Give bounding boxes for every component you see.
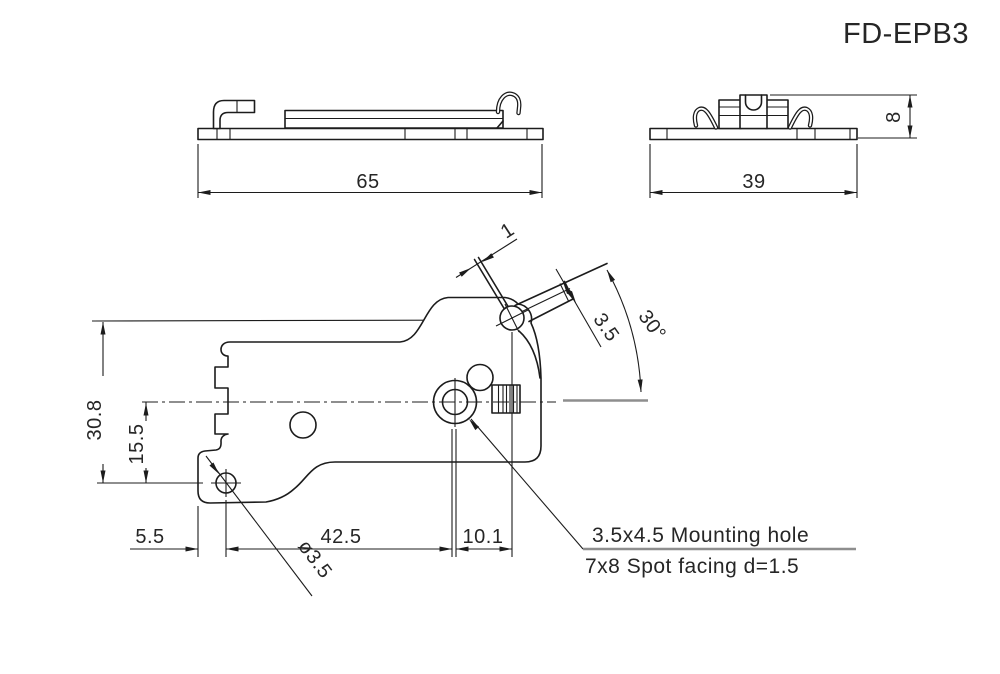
end-view-right-spring	[787, 106, 814, 130]
end-view-plate	[649, 127, 858, 141]
end-view-plate-segments	[666, 128, 851, 140]
side-view: 65	[197, 91, 544, 198]
dim-overall-depth-label: 39	[742, 171, 765, 193]
dim-overall-width: 65	[197, 144, 543, 198]
dim-hole-spacing-label: 42.5	[321, 526, 362, 548]
dim-pin-width-label: 3.5	[588, 309, 623, 346]
dim-wire-diameter: 1	[455, 219, 519, 278]
dim-pivot-offset-label: 10.1	[463, 526, 504, 548]
dim-pivot-offset: 10.1	[456, 526, 512, 552]
plan-view-outline	[197, 296, 542, 504]
dim-height-to-centerline-label: 15.5	[126, 424, 148, 465]
dim-height-to-centerline: 15.5	[126, 402, 149, 483]
note-mounting-hole: 3.5x4.5 Mounting hole	[592, 524, 809, 547]
dim-overall-height-label: 8	[883, 111, 905, 123]
dim-pin-angle-label: 30°	[634, 306, 670, 345]
dim-hole-edge-offset: 5.5	[130, 526, 198, 552]
note-spot-facing: 7x8 Spot facing d=1.5	[585, 555, 799, 578]
side-view-plate	[197, 127, 544, 141]
dim-height-to-pivot-label: 30.8	[84, 400, 106, 441]
part-title: FD-EPB3	[843, 18, 969, 50]
side-view-wire-hook	[495, 91, 522, 116]
dim-overall-depth: 39	[649, 144, 858, 198]
dim-height-to-pivot: 30.8	[84, 322, 106, 483]
side-view-bar	[284, 109, 504, 129]
dim-overall-width-label: 65	[356, 171, 379, 193]
spring-wire-end	[473, 256, 510, 311]
mounting-hole-callout: 3.5x4.5 Mounting hole 7x8 Spot facing d=…	[467, 417, 856, 578]
round-hole-right	[466, 363, 494, 392]
dim-hole-edge-offset-label: 5.5	[135, 526, 164, 548]
dim-overall-height: 8	[770, 94, 917, 139]
side-view-hook	[212, 99, 256, 130]
pivot-boss-fillet	[518, 330, 541, 379]
end-view-clip	[718, 94, 789, 130]
side-view-plate-segments	[216, 128, 528, 140]
plan-view: 30.8 15.5 5.5 42.5 10.1	[84, 219, 856, 597]
extension-lines	[197, 332, 513, 557]
clip-block-top	[491, 384, 521, 414]
end-view: 8 39	[649, 94, 917, 198]
dim-hole-spacing: 42.5	[226, 526, 452, 552]
round-hole-left	[289, 411, 317, 439]
end-view-left-spring	[692, 106, 719, 130]
